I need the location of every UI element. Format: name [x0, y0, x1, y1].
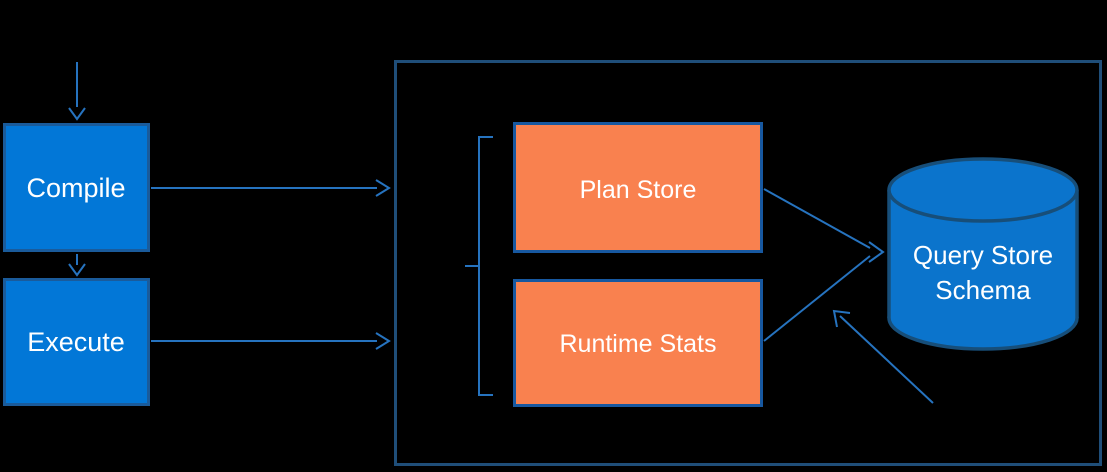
- compile-node: Compile: [3, 123, 150, 252]
- compile-box: [3, 123, 150, 252]
- cylinder-sides: [887, 190, 1079, 318]
- plan-store-to-schema-line: [763, 188, 871, 249]
- connector-group: [68, 62, 934, 404]
- query-store-container-box: [394, 60, 1102, 466]
- execute-node: Execute: [3, 278, 150, 406]
- execute-to-container-arrow-head: [375, 332, 391, 350]
- compile-label: Compile: [26, 173, 125, 203]
- query-store-schema-label-line1: Query Store: [913, 240, 1053, 270]
- plan-store-box: [513, 122, 763, 253]
- query-store-schema-node: Query Store Schema: [887, 157, 1079, 351]
- plan-store-label: Plan Store: [580, 176, 697, 204]
- schema-arrow-head: [868, 241, 885, 263]
- compile-to-execute-arrow-head: [68, 263, 86, 277]
- query-store-schema-label-line2: Schema: [935, 275, 1031, 305]
- async-write-arrow-line: [839, 315, 934, 404]
- runtime-stats-node: Runtime Stats: [513, 279, 763, 407]
- stores-bracket: [465, 136, 493, 396]
- runtime-stats-box: [513, 279, 763, 407]
- plan-store-node: Plan Store: [513, 122, 763, 253]
- compile-to-container-arrow-head: [375, 179, 391, 197]
- execute-label: Execute: [27, 327, 125, 357]
- incoming-arrow-head: [68, 107, 86, 121]
- execute-box: [3, 278, 150, 406]
- cylinder-top: [887, 157, 1079, 223]
- runtime-stats-to-schema-line: [763, 255, 871, 342]
- runtime-stats-label: Runtime Stats: [559, 330, 716, 358]
- async-write-arrow-head: [832, 309, 851, 328]
